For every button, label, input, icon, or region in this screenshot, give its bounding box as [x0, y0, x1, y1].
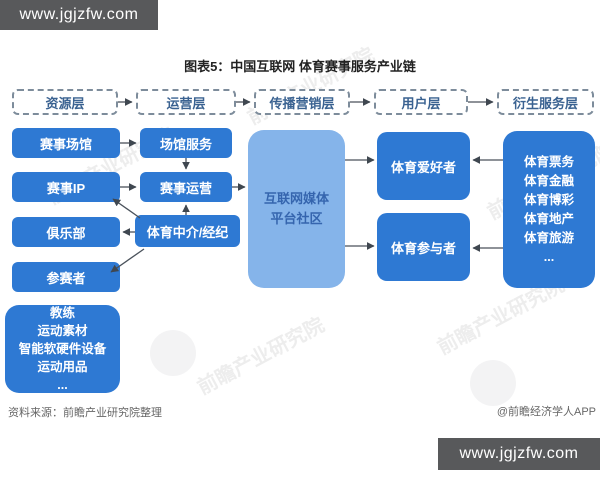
node-venue: 赛事场馆 — [12, 128, 120, 158]
bottom-url-banner: www.jgjzfw.com — [438, 438, 600, 470]
equipment-line: 运动素材 — [37, 324, 88, 338]
derived-service-line: 体育票务 — [523, 154, 574, 169]
equipment-line: 智能软硬件设备 — [18, 342, 107, 356]
node-derived-services: 体育票务 体育金融 体育博彩 体育地产 体育旅游 ... — [503, 131, 595, 288]
derived-service-line: 体育金融 — [523, 173, 574, 188]
node-event-operation: 赛事运营 — [140, 172, 232, 202]
top-url-banner: www.jgjzfw.com — [0, 0, 158, 30]
node-club: 俱乐部 — [12, 217, 120, 247]
equipment-line: 教练 — [49, 306, 75, 320]
credit-note: @前瞻经济学人APP — [496, 406, 596, 418]
watermark-text: 前瞻产业研究院 — [194, 314, 329, 400]
derived-service-line: 体育地产 — [523, 211, 574, 226]
watermark-text: 前瞻产业研究院 — [244, 44, 379, 130]
equipment-line: ... — [57, 378, 68, 392]
node-venue-service: 场馆服务 — [140, 128, 232, 158]
node-event-ip: 赛事IP — [12, 172, 120, 202]
media-platform-line: 互联网媒体 — [263, 191, 329, 206]
media-platform-line: 平台社区 — [270, 211, 323, 226]
node-athlete: 参赛者 — [12, 262, 120, 292]
layer-derived: 衍生服务层 — [497, 89, 594, 115]
page-title: 图表5：中国互联网 体育赛事服务产业链 — [184, 59, 416, 74]
layer-resource: 资源层 — [12, 89, 118, 115]
node-fans: 体育爱好者 — [377, 132, 470, 200]
node-agency: 体育中介/经纪 — [135, 215, 240, 247]
node-equipment: 教练 运动素材 智能软硬件设备 运动用品 ... — [5, 305, 120, 393]
watermark-logo — [150, 330, 196, 376]
derived-service-line: 体育旅游 — [523, 230, 574, 245]
derived-service-line: ... — [543, 249, 555, 264]
layer-operation: 运营层 — [136, 89, 236, 115]
layer-user: 用户层 — [374, 89, 468, 115]
layer-marketing: 传播营销层 — [254, 89, 350, 115]
watermark-logo — [470, 360, 516, 406]
derived-service-line: 体育博彩 — [523, 192, 574, 207]
equipment-line: 运动用品 — [37, 360, 88, 374]
source-note: 资料来源：前瞻产业研究院整理 — [8, 407, 162, 419]
node-media-platform: 互联网媒体 平台社区 — [248, 130, 345, 288]
node-participants: 体育参与者 — [377, 213, 470, 281]
